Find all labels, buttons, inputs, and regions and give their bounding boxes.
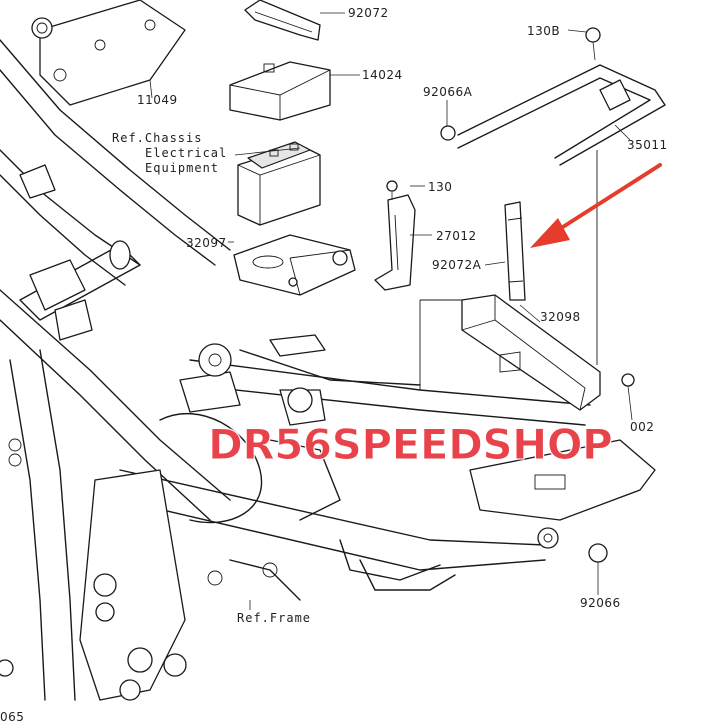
strap-92072 <box>244 0 321 41</box>
red-arrow-icon <box>530 163 662 248</box>
label-065: 065 <box>0 710 25 724</box>
ref-chassis-line1: Ref.Chassis <box>112 131 203 145</box>
cover-14024 <box>229 61 331 121</box>
label-92072A: 92072A <box>432 258 482 272</box>
ref-frame: Ref.Frame <box>237 611 312 625</box>
label-130B: 130B <box>527 24 561 38</box>
ref-chassis-line3: Equipment <box>145 161 220 175</box>
label-32097: 32097 <box>186 236 227 250</box>
watermark-text: DR56SPEEDSHOP <box>207 420 613 470</box>
label-27012: 27012 <box>436 229 477 243</box>
bracket-27012 <box>374 180 416 291</box>
label-35011: 35011 <box>627 138 668 152</box>
battery-case-32097 <box>233 234 356 296</box>
tray-32098 <box>461 294 635 411</box>
label-92066A: 92066A <box>423 85 473 99</box>
strap-92072A <box>504 201 526 301</box>
ref-chassis-line2: Electrical <box>145 146 228 160</box>
label-002: 002 <box>630 420 655 434</box>
label-92066: 92066 <box>580 596 621 610</box>
leader-lines <box>149 12 633 610</box>
label-92072: 92072 <box>348 6 389 20</box>
label-11049: 11049 <box>137 93 178 107</box>
label-14024: 14024 <box>362 68 403 82</box>
carrier-bar-35011 <box>440 27 666 365</box>
label-130: 130 <box>428 180 453 194</box>
battery <box>237 141 321 226</box>
label-32098: 32098 <box>540 310 581 324</box>
plug-92066 <box>588 543 608 563</box>
frame-assembly <box>0 0 656 701</box>
